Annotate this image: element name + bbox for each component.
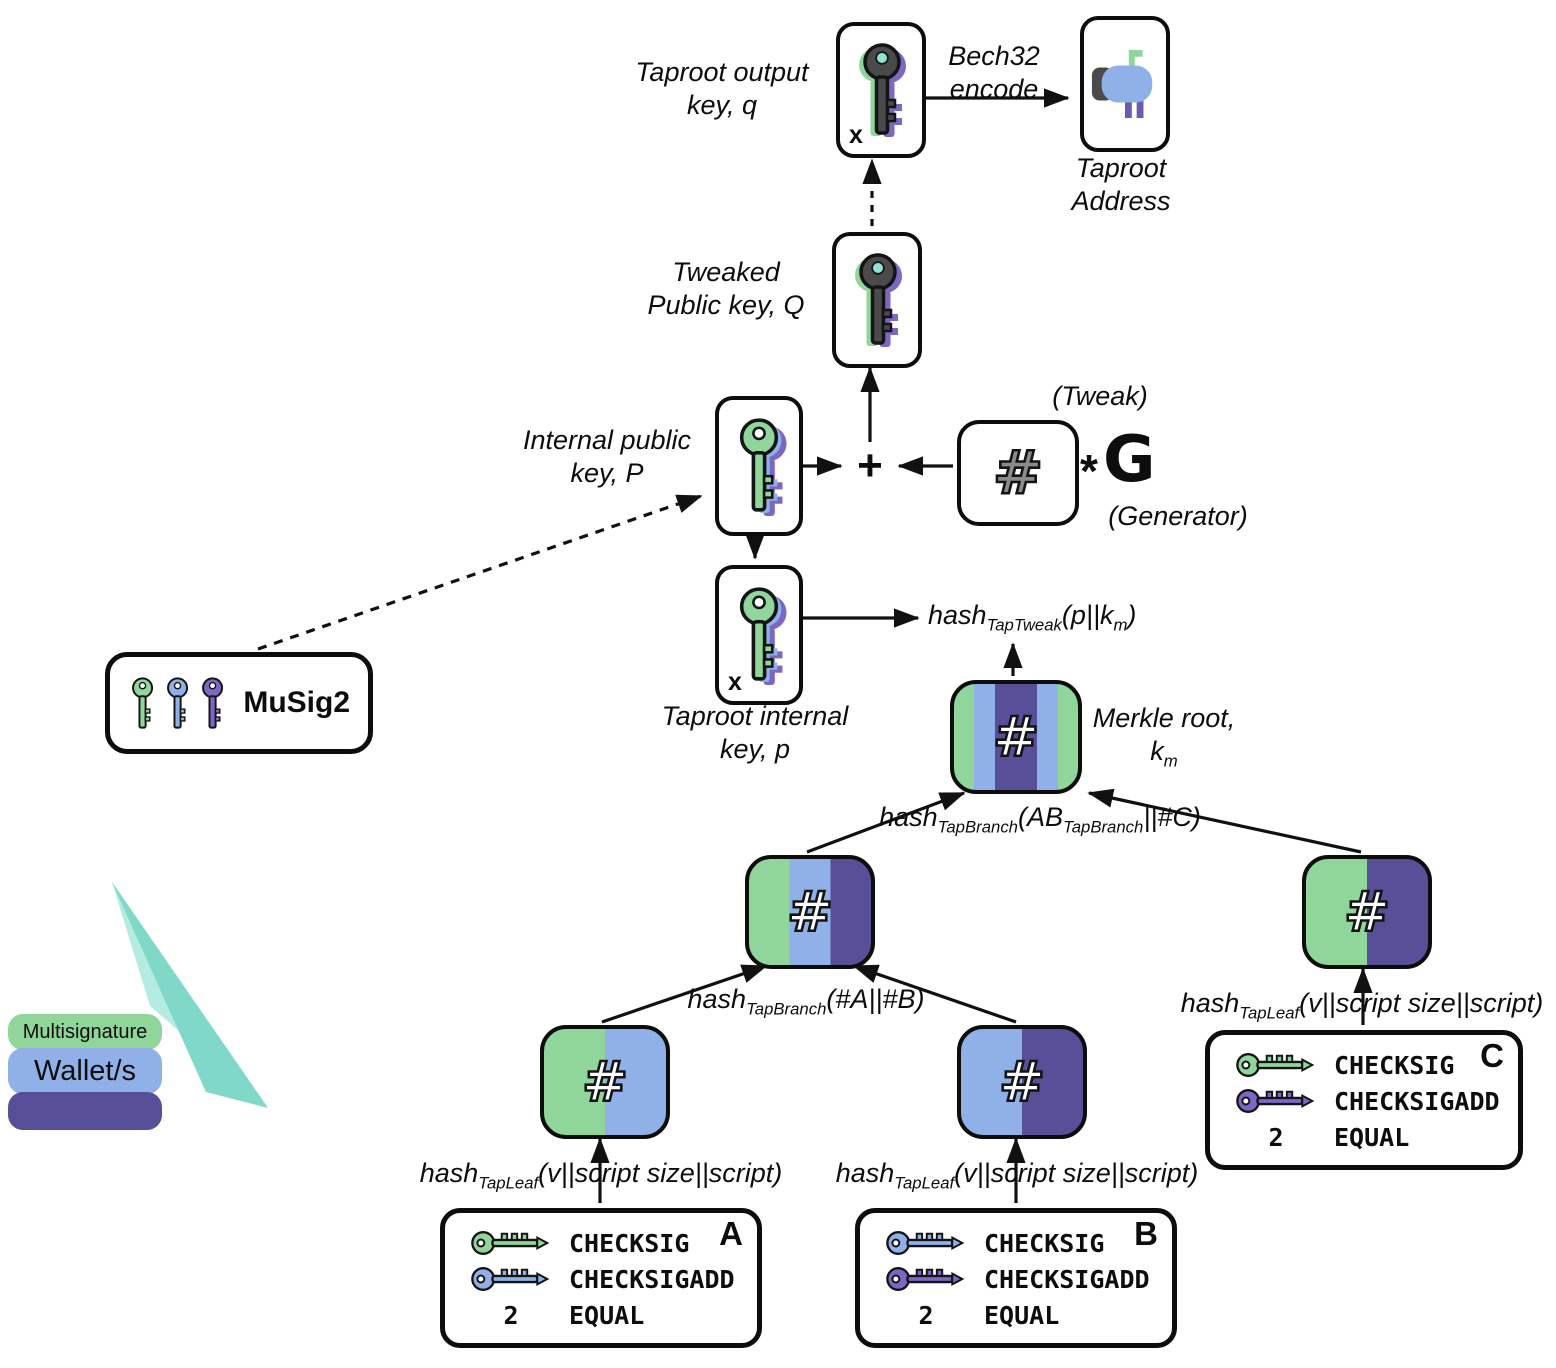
hash-glyph: # — [998, 1049, 1047, 1114]
taproot-output-key-label: Taproot output key, q — [635, 57, 809, 120]
formula-tapbranch-root: hashTapBranch(ABTapBranch||#C) — [879, 802, 1201, 837]
script-row: CHECKSIG — [1230, 1047, 1518, 1083]
x-mark: x — [728, 668, 742, 696]
formula-tapleaf-c: hashTapLeaf(v||script size||script) — [1180, 988, 1544, 1023]
merkle-root-node: # — [950, 680, 1082, 794]
script-row: CHECKSIGADD — [880, 1261, 1172, 1297]
leaf-c-node: # — [1302, 855, 1432, 969]
green-key-icon — [471, 1231, 549, 1255]
taproot-address-label: Taproot Address — [1071, 153, 1171, 216]
script-letter-c: C — [1480, 1037, 1504, 1074]
legend-multisignature-pill: Multisignature — [8, 1014, 162, 1050]
blue-key-icon — [167, 677, 189, 729]
merkle-root-label: Merkle root, km — [1092, 703, 1236, 771]
asterisk-operator: * — [1080, 445, 1098, 497]
formula-tapleaf-a: hashTapLeaf(v||script size||script) — [419, 1158, 783, 1193]
taproot-internal-key-label: Taproot internal key, p — [661, 701, 849, 764]
tweak-label: (Tweak) — [1052, 381, 1148, 411]
script-row: 2 EQUAL — [918, 1300, 1060, 1330]
script-letter-b: B — [1134, 1215, 1158, 1252]
script-box-c: C CHECKSIG CHECKSIGADD 2 EQUAL — [1205, 1030, 1523, 1170]
script-box-a: A CHECKSIG CHECKSIGADD 2 EQUAL — [440, 1208, 762, 1348]
tweaked-public-key-box — [832, 232, 922, 368]
purple-key-icon — [886, 1267, 964, 1291]
generator-point-G: G — [1103, 423, 1156, 497]
taproot-address-box — [1080, 16, 1170, 152]
formula-tapbranch-ab: hashTapBranch(#A||#B) — [687, 984, 925, 1019]
leaf-a-node: # — [540, 1025, 670, 1139]
script-row: CHECKSIGADD — [465, 1261, 757, 1297]
legend-wallets-pill: Wallet/s — [8, 1048, 162, 1094]
hash-glyph: # — [992, 704, 1041, 769]
internal-public-key-label: Internal public key, P — [522, 425, 692, 488]
dark-key-icon — [855, 253, 902, 347]
purple-key-icon — [202, 677, 224, 729]
script-row: 2 EQUAL — [503, 1300, 645, 1330]
hash-glyph: # — [1343, 879, 1392, 944]
script-letter-a: A — [719, 1215, 743, 1252]
leaf-b-node: # — [957, 1025, 1087, 1139]
x-mark: x — [849, 121, 863, 149]
dark-key-icon — [859, 43, 906, 137]
formula-tapleaf-b: hashTapLeaf(v||script size||script) — [835, 1158, 1199, 1193]
generator-label: (Generator) — [1108, 501, 1248, 531]
script-row: CHECKSIG — [465, 1225, 757, 1261]
taproot-output-key-box: x — [836, 22, 926, 158]
internal-public-key-box — [715, 396, 803, 536]
blue-key-icon — [471, 1267, 549, 1291]
purple-key-icon — [1236, 1089, 1314, 1113]
hash-glyph: # — [992, 438, 1045, 508]
script-row: CHECKSIGADD — [1230, 1083, 1518, 1119]
musig2-box: MuSig2 — [105, 652, 373, 754]
musig2-label: MuSig2 — [243, 686, 350, 719]
mailbox-icon — [1091, 49, 1153, 119]
hash-glyph: # — [581, 1049, 630, 1114]
plus-operator: + — [857, 441, 883, 490]
green-key-icon — [132, 677, 154, 729]
taproot-internal-key-box: x — [715, 565, 803, 705]
script-box-b: B CHECKSIG CHECKSIGADD 2 EQUAL — [855, 1208, 1177, 1348]
blue-key-icon — [886, 1231, 964, 1255]
formula-taptweak: hashTapTweak(p||km) — [928, 600, 1137, 635]
branch-ab-node: # — [745, 855, 875, 969]
hash-glyph: # — [786, 879, 835, 944]
tweak-hash-box: # — [957, 420, 1079, 526]
arrow-musig2-to-internal — [257, 494, 703, 651]
tweaked-public-key-label: Tweaked Public key, Q — [647, 257, 805, 320]
script-row: 2 EQUAL — [1268, 1122, 1410, 1152]
legend-purple-pill — [8, 1092, 162, 1130]
green-key-icon — [739, 418, 787, 516]
bech32-encode-label: Bech32 encode — [948, 41, 1040, 104]
green-key-icon — [1236, 1053, 1314, 1077]
script-row: CHECKSIG — [880, 1225, 1172, 1261]
